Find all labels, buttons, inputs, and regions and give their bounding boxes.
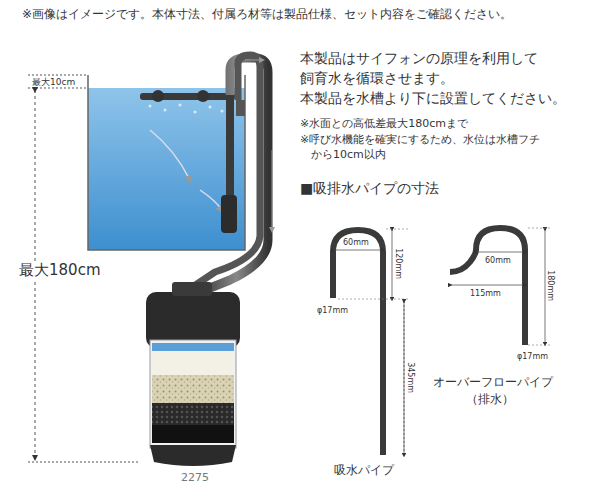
section-heading: ■吸排水パイプの寸法 xyxy=(300,180,439,196)
dimension: 60mm xyxy=(342,238,370,247)
note-text: ※画像はイメージです。本体寸法、付属ろ材等は製品仕様、セット内容をご確認ください… xyxy=(22,8,512,22)
dimension: 180mm xyxy=(545,270,554,303)
description: 本製品を水槽より下に設置してください。 xyxy=(300,90,566,106)
note-text: ※呼び水機能を確実にするため、水位は水槽フチ xyxy=(300,134,540,147)
description: 本製品はサイフォンの原理を利用して xyxy=(300,50,538,66)
dimension: 120mm xyxy=(393,248,402,281)
part-name: （排水） xyxy=(466,393,514,407)
note-text: ※水面との高低差最大180cmまで xyxy=(300,118,468,131)
dimension: 最大10cm xyxy=(31,77,76,87)
part-name: オーバーフローパイプ xyxy=(433,376,553,390)
description: 飼育水を循環させます。 xyxy=(300,70,454,86)
dimension: φ17mm xyxy=(317,306,348,315)
part-name: 吸水パイプ xyxy=(334,464,394,478)
dimension: 115mm xyxy=(470,289,501,298)
dimension: φ17mm xyxy=(517,352,548,361)
note-text: から10cm以内 xyxy=(311,149,386,162)
model-number: 2275 xyxy=(181,472,209,485)
dimension: 最大180cm xyxy=(18,262,102,279)
dimension: 60mm xyxy=(484,256,512,265)
dimension: 345mm xyxy=(405,362,414,395)
